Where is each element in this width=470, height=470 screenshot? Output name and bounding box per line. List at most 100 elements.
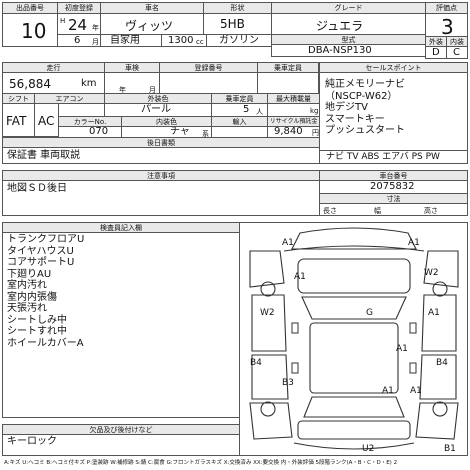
missing-box: キーロック [2,434,240,456]
damage-mark: A1 [382,386,394,396]
recycle-unit: 円 [312,129,319,137]
damage-mark: B4 [250,358,262,368]
int-color-suffix: 系 [202,130,209,138]
ext-grade: D [432,47,440,58]
model-box: DBA-NSP130 [271,44,426,57]
car-outline [249,227,459,450]
recycle-fee: 9,840 [274,126,303,137]
sales-point: 純正メモリーナビ [325,79,405,90]
sales-point: （NSCP-W62） [325,90,398,102]
car-outline-svg: A1 A1 W2 A1 W2 A1 G A1 B4 B4 B3 A1 A1 U2… [249,227,459,454]
options-box: ナビ TV ABS エアバ PS PW [319,150,468,164]
damage-mark: U2 [362,444,374,454]
ext-color: パール [141,104,171,115]
legend: A:キズ U:ヘコミ B:ヘコミ付キズ P:塗装跡 W:補修跡 S:錆 C:腐食… [4,460,398,466]
mileage: 56,884 [9,77,51,91]
ac-label: エアコン [34,93,105,104]
inspection-year-unit: 年 [119,86,126,94]
door-handles [291,322,417,374]
inspector-item: シートすれ中 [7,326,67,337]
displacement: 1300 [168,35,194,46]
mileage-unit: km [81,78,97,89]
missing-text: キーロック [7,436,57,447]
docs: 保証書 車両取説 [7,150,81,161]
year-unit: 年 [92,24,99,32]
damage-mark: B3 [282,378,294,388]
cc-unit: cc [196,38,204,46]
dim-width: 幅 [374,207,381,215]
first-reg-month: 6 [74,35,81,46]
chassis-no: 2075832 [370,181,415,192]
cc-box: 1300 cc [161,34,207,47]
options: ナビ TV ABS エアバ PS PW [326,152,440,162]
capacity-value-box: 5 人 [211,103,268,117]
month-unit: 月 [92,38,99,46]
shift: FAT [6,114,27,128]
max-load-unit: kg [310,107,319,115]
damage-diagram: A1 A1 W2 A1 W2 A1 G A1 B4 B4 B3 A1 A1 U2… [239,222,468,456]
inspector-item: 室内汚れ [7,280,47,291]
max-load-box: kg [267,103,320,117]
grade-box: ジュエラ [271,13,426,35]
inspector-item: 室内内張傷 [7,291,57,303]
docs-box: 保証書 車両取説 [2,147,320,164]
damage-mark: B1 [444,444,456,454]
ext-grade-box: D [425,46,447,59]
damage-marks: A1 A1 W2 A1 W2 A1 G A1 B4 B4 B3 A1 A1 U2… [250,238,456,454]
sales-points-box: 純正メモリーナビ （NSCP-W62） 地デジTV スマートキー プッシュスター… [319,72,468,151]
car-name: ヴィッツ [125,19,174,33]
damage-mark: G [366,308,373,318]
color-no: 070 [89,126,109,137]
car-name-box: ヴィッツ [100,13,204,35]
dim-length: 長さ [323,207,337,215]
notes-text: 地図ＳＤ後日 [7,183,67,194]
inspection-box: 年 月 [104,72,160,94]
chassis-box: 2075832 [319,180,468,194]
auction-no: 10 [21,19,47,43]
dim-height: 高さ [424,207,438,215]
auction-no-box: 10 [2,13,58,47]
inspector-box: トランクフロアU タイヤハウスU コアサポートU 下廻りAU 室内汚れ 室内内張… [2,232,240,418]
usage-box: 自家用 [100,34,162,47]
damage-mark: W2 [424,268,439,278]
sales-point: 地デジTV [325,102,368,113]
mileage-box: 56,884 km [2,72,105,94]
shift-box: FAT [2,103,35,137]
inspector-item: シートしみ中 [7,314,67,326]
era: H [60,17,66,25]
inspector-item: コアサポートU [7,257,75,268]
damage-mark: W2 [260,308,275,318]
damage-mark: A1 [282,238,294,248]
inspector-item: タイヤハウスU [7,245,74,257]
capacity: 5 [243,104,250,115]
damage-mark: A1 [294,272,306,282]
int-grade-box: C [446,46,468,59]
damage-mark: A1 [408,238,420,248]
damage-mark: A1 [428,308,440,318]
damage-mark: B4 [436,358,448,368]
first-reg-year-box: H 24 年 [57,13,101,35]
ac: AC [38,114,55,128]
inspection-month-unit: 月 [149,86,156,94]
body-type: 5HB [220,17,245,31]
sales-point: スマートキー [325,113,385,125]
score-box: 3 [425,13,468,37]
model-code: DBA-NSP130 [308,45,372,56]
damage-mark: A1 [396,344,408,354]
sales-point: プッシュスタート [325,125,405,136]
grade: ジュエラ [316,19,364,33]
first-reg-month-box: 6 月 [57,34,101,47]
score: 3 [441,15,454,37]
inspector-item: ホイールカバーA [7,337,84,349]
damage-mark: A1 [410,386,422,396]
body-box: 5HB [203,13,272,35]
reg-no-box [159,72,258,94]
fuel-box: ガソリン [206,34,272,47]
capacity-box [257,72,319,94]
int-color: チャ [170,126,190,137]
notes-box: 地図ＳＤ後日 [2,180,320,216]
dims-box: 長さ 幅 高さ [319,203,468,216]
first-reg-year: 24 [68,16,88,34]
inspector-item: トランクフロアU [7,234,85,245]
